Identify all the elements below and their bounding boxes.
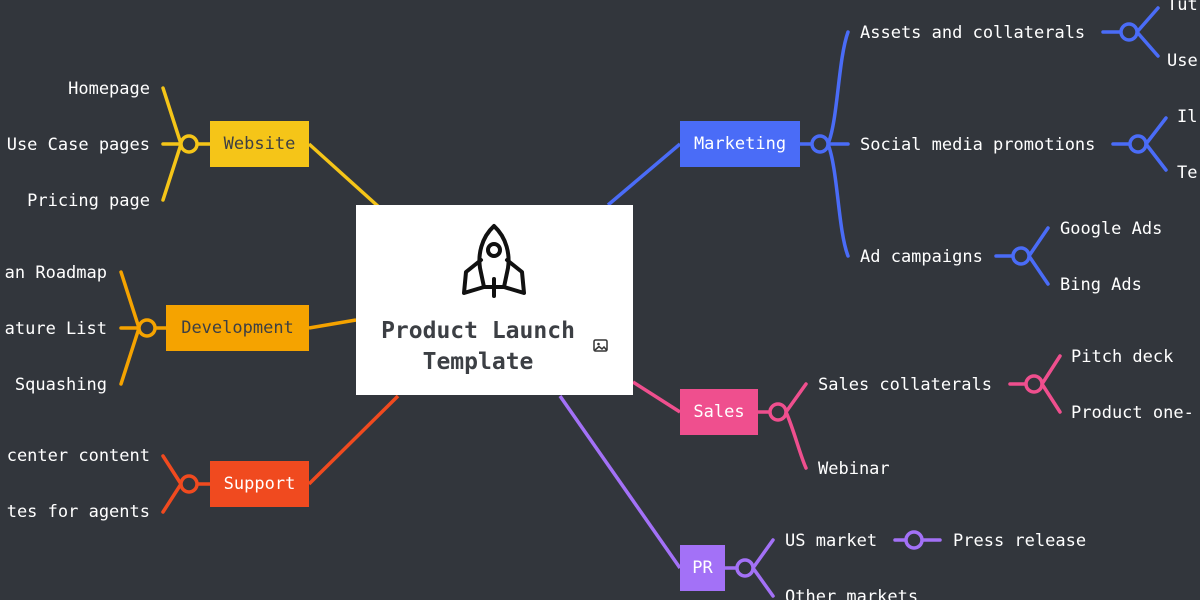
root-connectors — [307, 142, 682, 570]
ad-child-google-ads[interactable]: Google Ads — [1060, 219, 1162, 239]
marketing-child-ad-campaigns[interactable]: Ad campaigns — [860, 247, 983, 267]
website-child-homepage[interactable]: Homepage — [68, 79, 150, 99]
marketing-label: Marketing — [694, 134, 786, 154]
pr-label: PR — [692, 558, 713, 578]
social-junction-circle — [1128, 134, 1148, 154]
pr-node[interactable] — [680, 545, 725, 591]
connector-pr — [558, 394, 682, 570]
root-title-line2: Template — [423, 349, 534, 375]
branch-sales — [756, 354, 1062, 470]
connector-support — [307, 394, 400, 486]
website-label: Website — [224, 134, 296, 154]
marketing-node[interactable] — [680, 121, 800, 167]
branch-support — [161, 454, 212, 514]
connector-development — [308, 318, 357, 330]
assets-child-tut[interactable]: Tut — [1167, 0, 1198, 15]
ad-child-bing-ads[interactable]: Bing Ads — [1060, 275, 1142, 295]
development-child-roadmap[interactable]: an Roadmap — [5, 263, 107, 283]
support-child-help-center-content[interactable]: center content — [7, 446, 150, 466]
sales-label: Sales — [693, 402, 744, 422]
pr-child-us-market[interactable]: US market — [785, 531, 877, 551]
root-title-line1: Product Launch — [381, 318, 575, 344]
sales-collaterals-child-product-one[interactable]: Product one- — [1071, 403, 1194, 423]
support-node[interactable] — [210, 461, 309, 507]
website-junction-circle — [179, 134, 199, 154]
us-market-junction-circle — [904, 530, 924, 550]
development-junction-circle — [137, 318, 157, 338]
branch-pr — [723, 530, 942, 598]
marketing-junction-circle — [810, 134, 830, 154]
sales-node[interactable] — [680, 389, 758, 435]
sales-collaterals-junction-circle — [1024, 374, 1044, 394]
development-label: Development — [181, 318, 294, 338]
website-child-pricing-page[interactable]: Pricing page — [27, 191, 150, 211]
sales-child-webinar[interactable]: Webinar — [818, 459, 890, 479]
pr-child-other-markets[interactable]: Other markets — [785, 587, 918, 600]
branch-website — [161, 86, 212, 202]
us-market-child-press-release[interactable]: Press release — [953, 531, 1086, 551]
marketing-child-social-media-promotions[interactable]: Social media promotions — [860, 135, 1095, 155]
development-child-bug-squashing[interactable]: Squashing — [15, 375, 107, 395]
root-node[interactable]: Product Launch Template — [356, 205, 633, 395]
sales-collaterals-child-pitch-deck[interactable]: Pitch deck — [1071, 347, 1173, 367]
support-junction-circle — [179, 474, 199, 494]
branch-development — [119, 270, 168, 386]
marketing-child-assets-and-collaterals[interactable]: Assets and collaterals — [860, 23, 1085, 43]
social-child-il[interactable]: Il — [1177, 107, 1197, 127]
sales-junction-circle — [768, 402, 788, 422]
development-child-feature-list[interactable]: ature List — [5, 319, 107, 339]
ad-campaigns-junction-circle — [1011, 246, 1031, 266]
assets-junction-circle — [1119, 22, 1139, 42]
connector-website — [307, 142, 382, 210]
support-label: Support — [224, 474, 296, 494]
pr-junction-circle — [735, 558, 755, 578]
website-child-use-case-pages[interactable]: Use Case pages — [7, 135, 150, 155]
image-icon[interactable] — [593, 339, 608, 352]
connector-marketing — [606, 142, 682, 207]
development-node[interactable] — [166, 305, 309, 351]
website-node[interactable] — [210, 121, 309, 167]
assets-child-use[interactable]: Use — [1167, 51, 1198, 71]
connector-sales — [632, 380, 681, 414]
branch-marketing — [798, 6, 1168, 286]
rocket-icon — [462, 224, 526, 298]
sales-child-sales-collaterals[interactable]: Sales collaterals — [818, 375, 992, 395]
support-child-notes-for-agents[interactable]: tes for agents — [7, 502, 150, 522]
social-child-te[interactable]: Te — [1177, 163, 1197, 183]
